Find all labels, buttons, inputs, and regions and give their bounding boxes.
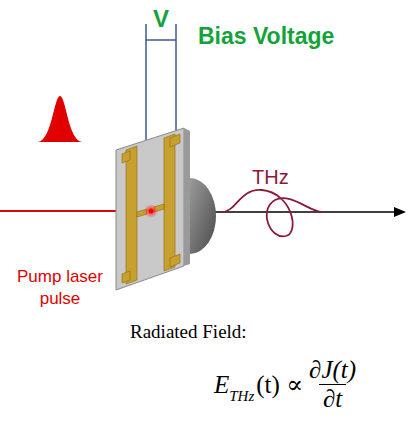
- field-heading: Radiated Field:: [130, 322, 247, 343]
- equation-fraction: ∂J(t)∂t: [309, 356, 356, 413]
- laser-pulse: [38, 96, 82, 142]
- bias-label: Bias Voltage: [198, 24, 334, 49]
- equation-denominator: ∂t: [319, 384, 346, 413]
- substrate-edge: [184, 128, 190, 266]
- laser-spot-core: [149, 209, 154, 214]
- silicon-lens: [190, 178, 216, 254]
- equation: ETHz(t) ∝∂J(t)∂t: [214, 356, 356, 413]
- electrodes: [122, 134, 180, 284]
- equation-numerator: ∂J(t): [309, 356, 356, 384]
- equation-subscript: THz: [229, 388, 254, 405]
- equation-text: (t) ∝: [256, 370, 303, 399]
- substrate: [116, 128, 184, 290]
- equation-symbol: E: [214, 371, 229, 399]
- laser-label: Pump laser pulse: [4, 266, 116, 310]
- laser-spot: [144, 204, 158, 218]
- bias-wire: [146, 24, 176, 140]
- thz-beam: [205, 211, 404, 213]
- thz-wave: [222, 190, 322, 236]
- voltage-symbol: V: [153, 6, 169, 32]
- thz-label: THz: [252, 166, 289, 188]
